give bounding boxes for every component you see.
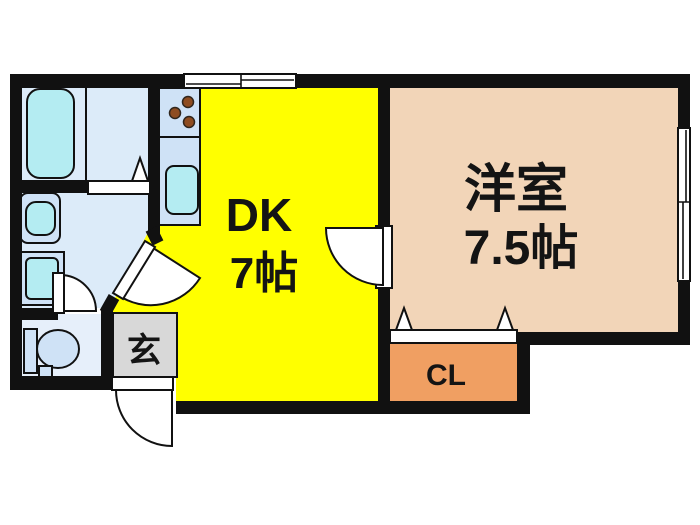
entrance-door-arc — [111, 376, 174, 448]
closet-room — [384, 336, 524, 408]
toilet-icon — [23, 328, 80, 378]
wall-entrance-left — [101, 308, 113, 390]
wall-kitchen — [148, 74, 160, 234]
washroom-door-arc — [111, 239, 202, 307]
wall-stub-kitchen — [145, 226, 164, 246]
wall-partition-upper — [378, 74, 390, 227]
walls — [10, 74, 690, 414]
wall-bottom-band — [176, 401, 530, 414]
wall-bottom-left — [10, 376, 113, 390]
wall-bath-bottom — [10, 180, 90, 193]
kitchen-unit — [157, 87, 201, 226]
kitchen-sink-icon — [165, 165, 199, 215]
dk-size-label: 7帖 — [230, 249, 298, 298]
bath-folding-door — [87, 154, 151, 195]
closet-folding-door — [389, 305, 518, 344]
entrance-area — [112, 312, 178, 378]
sliding-window-top — [183, 73, 297, 89]
wall-top — [10, 74, 690, 88]
wall-closet-right — [517, 332, 530, 414]
bathtub-icon — [26, 88, 75, 179]
washbasin-icon — [19, 192, 61, 244]
wall-stub-entrance — [99, 294, 120, 316]
wall-western-bottom — [517, 332, 690, 345]
wall-partition-lower — [378, 288, 390, 334]
dk-label: DK — [226, 189, 292, 241]
wall-closet-left — [378, 332, 390, 414]
closet-label: CL — [426, 359, 466, 392]
western-room-label: 洋室 — [464, 161, 568, 219]
entrance-label: 玄 — [127, 332, 161, 370]
sliding-window-right — [677, 127, 691, 282]
stove-burners-icon — [168, 95, 196, 129]
toilet-door-arc — [52, 272, 98, 314]
wall-left — [10, 74, 22, 390]
dk-western-door-arc — [324, 225, 393, 289]
wall-toilet-top — [10, 308, 58, 320]
western-room-size-label: 7.5帖 — [464, 222, 579, 275]
western-room — [384, 80, 684, 340]
